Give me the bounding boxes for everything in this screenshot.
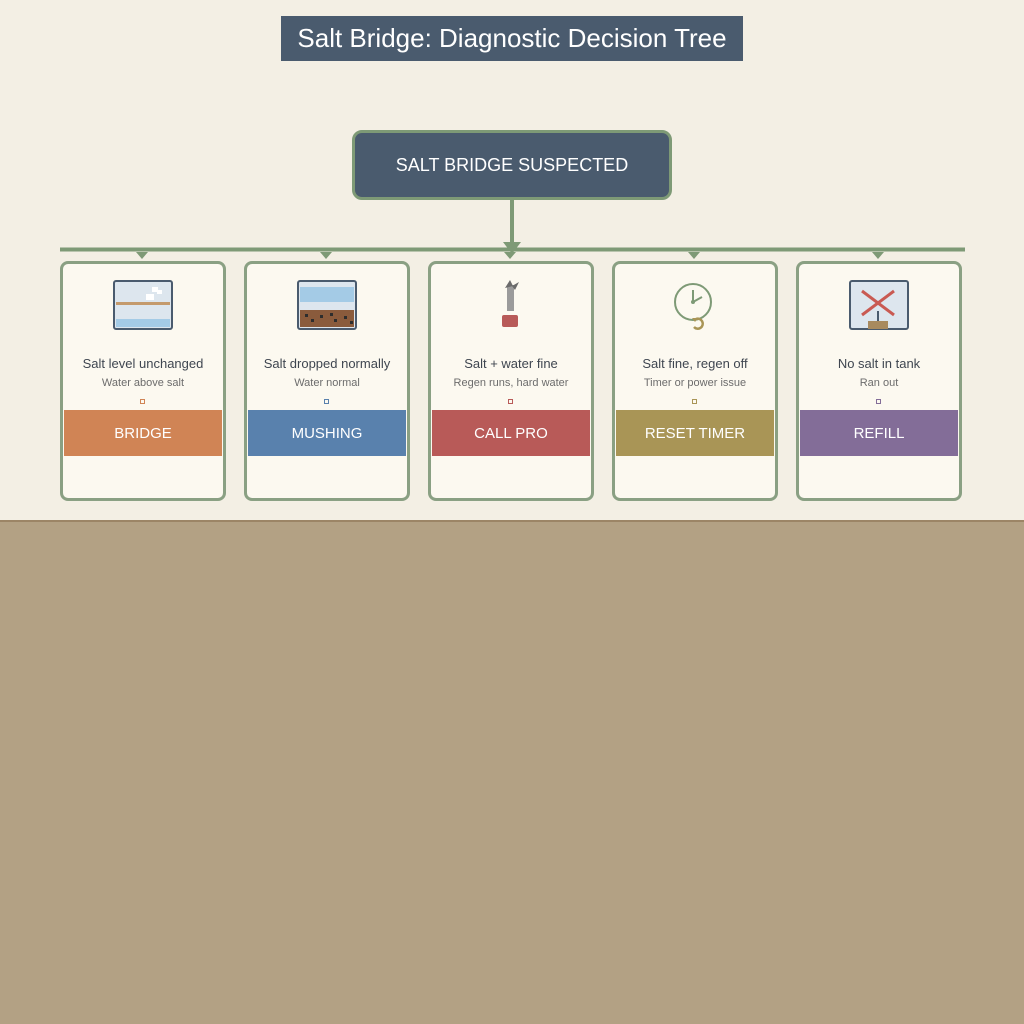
branch-arrow-2 bbox=[320, 252, 332, 259]
branch-condition: Salt level unchanged bbox=[82, 356, 204, 371]
action-badge-refill: REFILL bbox=[800, 410, 958, 456]
action-badge-mushing: MUSHING bbox=[248, 410, 406, 456]
branch-arrow-4 bbox=[688, 252, 700, 259]
empty-tank-icon bbox=[849, 280, 909, 330]
branch-card-bridge: Salt level unchanged Water above salt BR… bbox=[60, 261, 226, 501]
mushing-tank-icon bbox=[297, 280, 357, 330]
branch-marker bbox=[508, 399, 513, 404]
branch-marker bbox=[692, 399, 697, 404]
branch-arrow-1 bbox=[136, 252, 148, 259]
branch-condition: No salt in tank bbox=[837, 356, 921, 371]
branch-detail: Regen runs, hard water bbox=[453, 377, 569, 389]
branch-condition: Salt fine, regen off bbox=[642, 356, 748, 371]
floor-area bbox=[0, 520, 1024, 1024]
branch-card-call-pro: Salt + water fine Regen runs, hard water… bbox=[428, 261, 594, 501]
branch-detail: Ran out bbox=[859, 377, 899, 389]
branch-card-reset-timer: Salt fine, regen off Timer or power issu… bbox=[612, 261, 778, 501]
branch-detail: Timer or power issue bbox=[643, 377, 747, 389]
branch-arrow-5 bbox=[872, 252, 884, 259]
branch-condition: Salt dropped normally bbox=[263, 356, 391, 371]
root-node: SALT BRIDGE SUSPECTED bbox=[352, 130, 672, 200]
branch-marker bbox=[140, 399, 145, 404]
branch-marker bbox=[324, 399, 329, 404]
page-title: Salt Bridge: Diagnostic Decision Tree bbox=[281, 16, 743, 61]
action-badge-bridge: BRIDGE bbox=[64, 410, 222, 456]
branch-card-mushing: Salt dropped normally Water normal MUSHI… bbox=[244, 261, 410, 501]
bridge-tank-icon bbox=[113, 280, 173, 330]
clock-icon bbox=[674, 283, 712, 330]
connector-lines bbox=[60, 200, 965, 259]
action-badge-call-pro: CALL PRO bbox=[432, 410, 590, 456]
branch-marker bbox=[876, 399, 881, 404]
branch-card-refill: No salt in tank Ran out REFILL bbox=[796, 261, 962, 501]
branch-arrow-3 bbox=[504, 252, 516, 259]
tool-icon bbox=[502, 280, 519, 327]
branch-detail: Water normal bbox=[294, 377, 360, 389]
branch-detail: Water above salt bbox=[101, 377, 185, 389]
branch-condition: Salt + water fine bbox=[464, 356, 558, 371]
action-badge-reset-timer: RESET TIMER bbox=[616, 410, 774, 456]
